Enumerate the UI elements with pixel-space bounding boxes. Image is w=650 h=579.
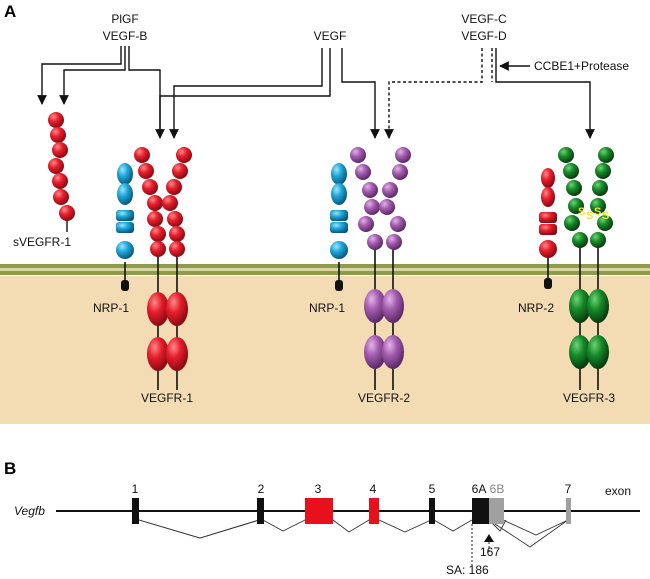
- exon-4-block: [369, 498, 379, 524]
- label-vegfr3: VEGFR-3: [563, 391, 615, 405]
- nrp1-middle: [330, 163, 348, 291]
- label-vegfr2: VEGFR-2: [358, 391, 410, 405]
- vegfr2-dimer: [350, 147, 411, 390]
- splice-167-label: 167: [480, 545, 500, 559]
- disulfide-s-3: S: [594, 206, 601, 218]
- ligand-binding-arrows: [37, 46, 595, 139]
- ligand-plgf: PlGF: [111, 12, 138, 26]
- svegfr1: [48, 112, 75, 232]
- membrane-inner-leaflet: [0, 271, 650, 275]
- exon-6b-block: [489, 498, 504, 524]
- exon-label-7: 7: [565, 482, 572, 496]
- exon-label-2: 2: [258, 482, 265, 496]
- exon-label-5: 5: [429, 482, 436, 496]
- ligand-vegf-d: VEGF-D: [461, 29, 507, 43]
- panel-b-letter: B: [4, 459, 16, 478]
- exon-7-block: [566, 498, 571, 524]
- protease-label: CCBE1+Protease: [534, 59, 629, 73]
- splice-junction-lines: [138, 519, 569, 548]
- splice-186-label: SA: 186: [446, 563, 489, 577]
- nrp2: [539, 168, 557, 289]
- splice-site-arrowhead: [484, 534, 494, 542]
- disulfide-s-2: S: [586, 210, 593, 222]
- nrp1-left: [116, 163, 134, 291]
- exon-label-4: 4: [370, 482, 377, 496]
- exon-1-block: [132, 498, 139, 524]
- label-nrp2: NRP-2: [518, 301, 554, 315]
- vegfr3-dimer: [558, 147, 614, 390]
- panel-a-letter: A: [4, 2, 16, 21]
- cytoplasm-region: [0, 276, 650, 424]
- exon-label-3: 3: [315, 482, 322, 496]
- disulfide-s-4: S: [602, 210, 609, 222]
- label-svegfr1: sVEGFR-1: [13, 235, 71, 249]
- membrane-outer-leaflet: [0, 264, 650, 268]
- gene-name: Vegfb: [14, 504, 45, 518]
- ligand-vegf: VEGF: [314, 29, 347, 43]
- label-nrp1-middle: NRP-1: [309, 301, 345, 315]
- exon-3-block: [305, 498, 333, 524]
- exon-6a-block: [472, 498, 489, 524]
- exon-5-block: [429, 498, 435, 524]
- splice-junctions: [138, 519, 260, 539]
- vegfr1-dimer: [134, 147, 192, 390]
- ligand-vegf-c: VEGF-C: [461, 12, 507, 26]
- exon-label-6b: 6B: [490, 482, 505, 496]
- exon-2-block: [257, 498, 264, 524]
- label-nrp1-left: NRP-1: [93, 301, 129, 315]
- exon-label-1: 1: [132, 482, 139, 496]
- exon-header: exon: [605, 484, 631, 498]
- disulfide-s-1: S: [578, 206, 585, 218]
- exon-label-6a: 6A: [472, 482, 487, 496]
- ligand-vegf-b: VEGF-B: [103, 29, 148, 43]
- label-vegfr1: VEGFR-1: [141, 391, 193, 405]
